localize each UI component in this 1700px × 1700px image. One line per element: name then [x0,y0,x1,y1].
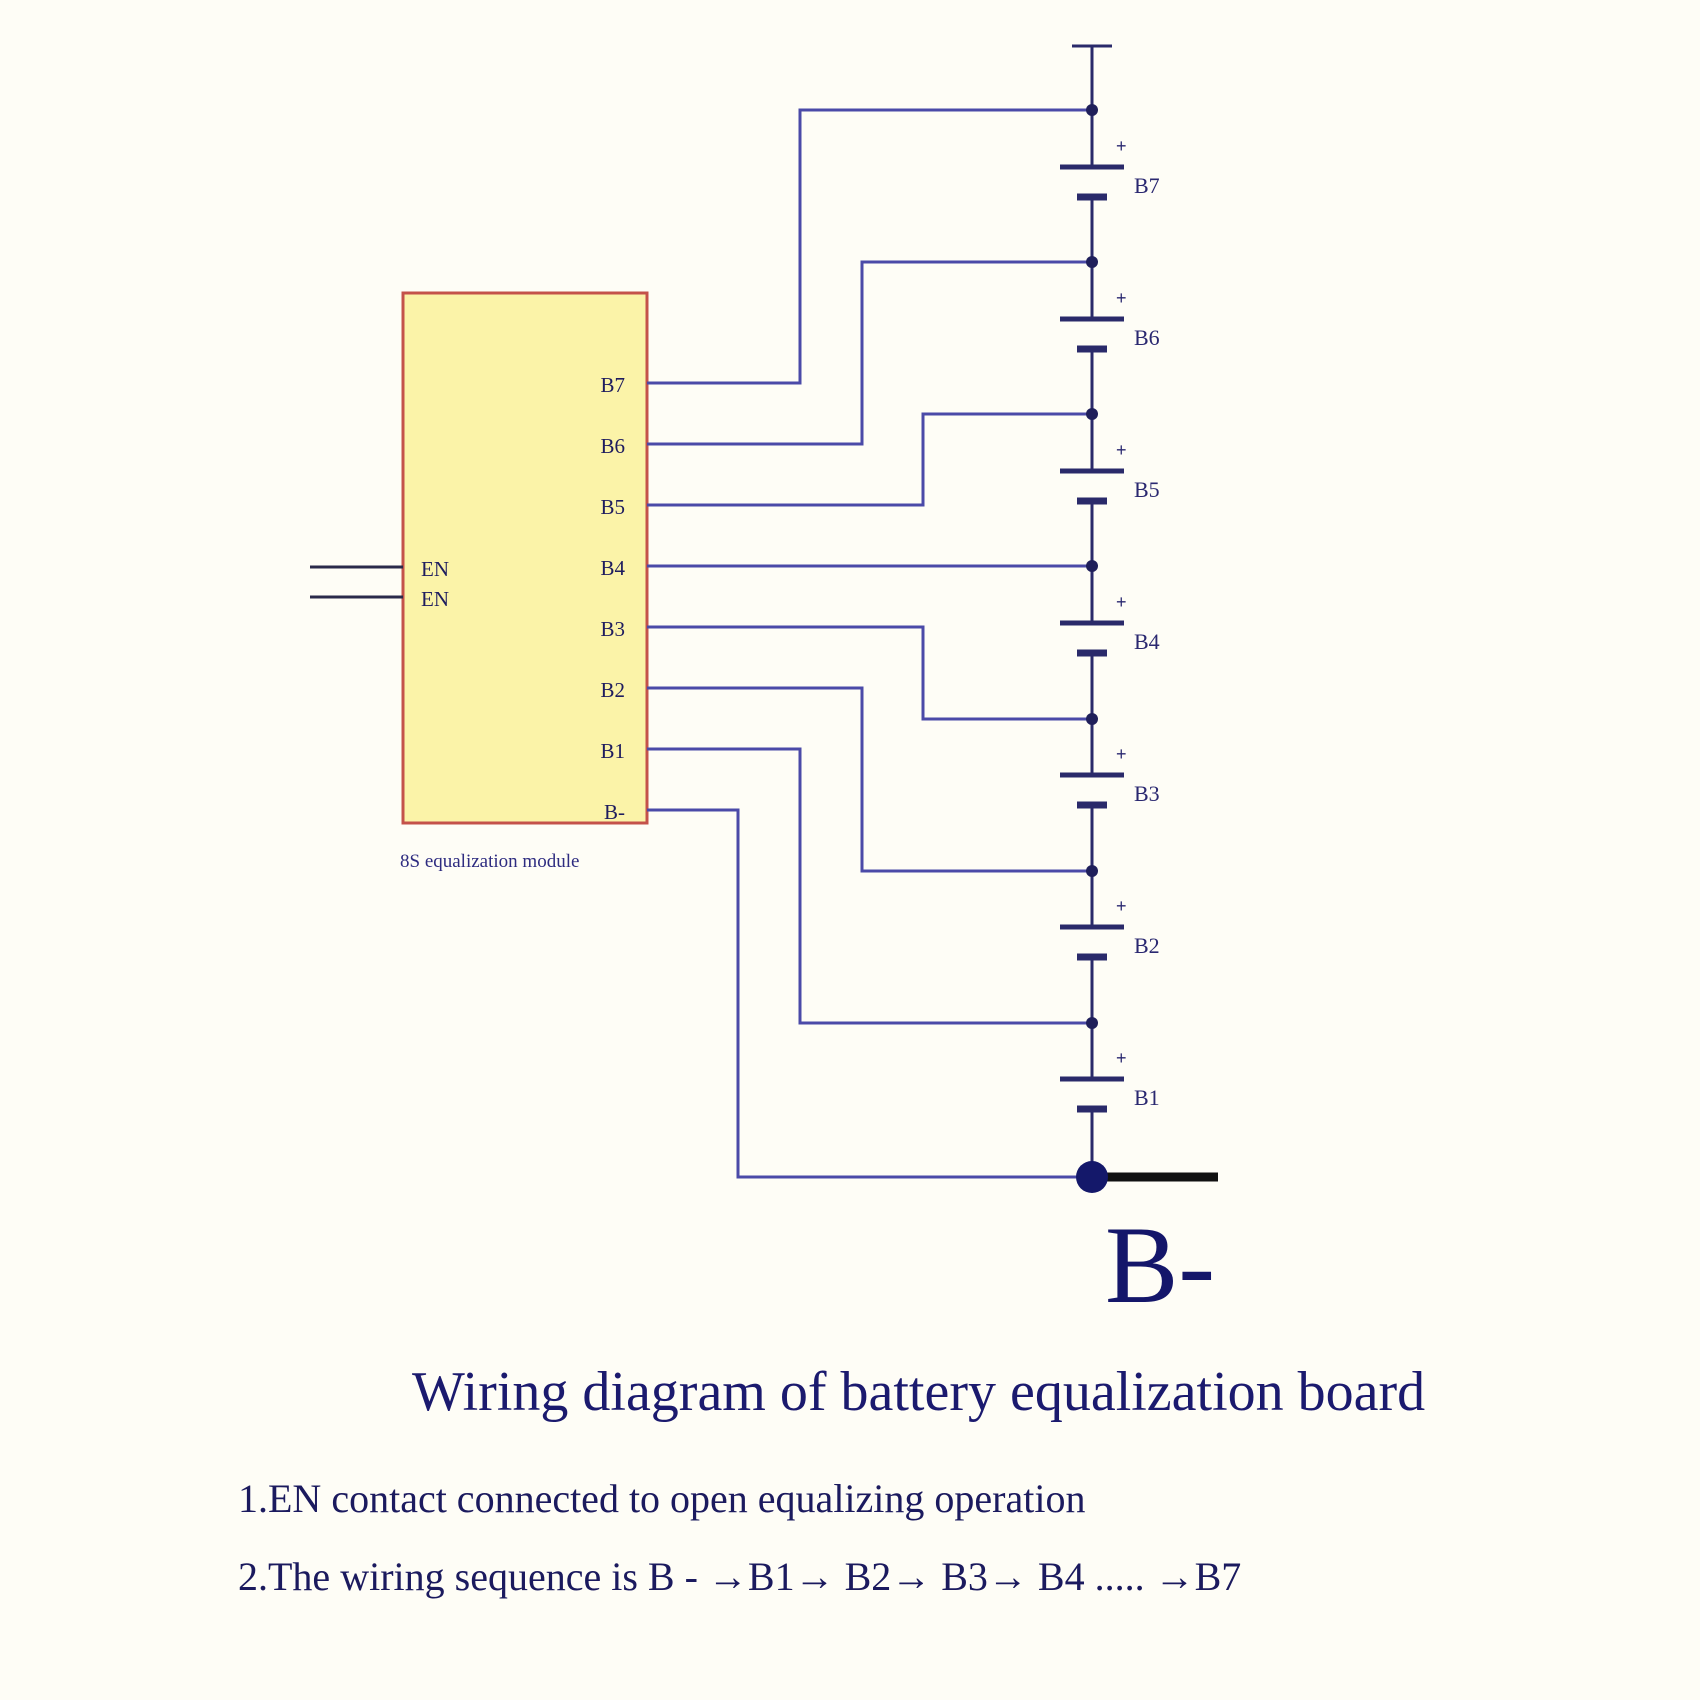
cell-label-b5: B5 [1134,477,1160,502]
plus-sign: + [1116,896,1127,916]
wire-b2 [647,686,1090,873]
wire-b6 [647,260,1090,446]
pin-label-b6: B6 [600,434,625,458]
plus-sign: + [1116,288,1127,308]
cell-label-b4: B4 [1134,629,1160,654]
pin-label-b4: B4 [600,556,625,580]
battery-cell-b5: + B5 [1060,440,1160,505]
bminus-terminal-node [1076,1161,1108,1193]
junction-dot [1086,104,1098,116]
battery-cell-b7: + B7 [1060,136,1160,201]
plus-sign: + [1116,744,1127,764]
cell-label-b7: B7 [1134,173,1160,198]
junction-dot [1086,560,1098,572]
battery-cell-b3: + B3 [1060,744,1160,809]
cell-label-b3: B3 [1134,781,1160,806]
bminus-label: B- [1105,1204,1215,1326]
battery-cell-b2: + B2 [1060,896,1160,961]
pin-label-bminus: B- [604,800,625,824]
balance-wires [647,108,1090,1179]
cell-label-b2: B2 [1134,933,1160,958]
junction-dot [1086,713,1098,725]
plus-sign: + [1116,592,1127,612]
plus-sign: + [1116,440,1127,460]
pin-label-b7: B7 [600,373,625,397]
junction-dot [1086,865,1098,877]
wire-b5 [647,412,1090,507]
wire-b7 [647,108,1090,385]
wire-b1 [647,747,1090,1025]
junction-dot [1086,256,1098,268]
diagram-title: Wiring diagram of battery equalization b… [412,1361,1426,1423]
battery-stack [1072,44,1112,1177]
junction-dot [1086,408,1098,420]
plus-sign: + [1116,1048,1127,1068]
cell-label-b1: B1 [1134,1085,1160,1110]
pin-label-b3: B3 [600,617,625,641]
battery-cell-b1: + B1 [1060,1048,1160,1113]
battery-cell-b6: + B6 [1060,288,1160,353]
en-label-1: EN [421,557,449,581]
pin-label-b1: B1 [600,739,625,763]
wire-b3 [647,625,1090,721]
plus-sign: + [1116,136,1127,156]
battery-cells: + B7 + B6 + B5 + B4 [1060,136,1160,1113]
junction-dot [1086,1017,1098,1029]
en-label-2: EN [421,587,449,611]
battery-cell-b4: + B4 [1060,592,1160,657]
equalization-module [401,291,649,825]
pin-label-b2: B2 [600,678,625,702]
junction-dots [1086,104,1098,1029]
module-pin-labels: B7 B6 B5 B4 B3 B2 B1 B- [600,373,625,824]
note-1: 1.EN contact connected to open equalizin… [238,1476,1086,1521]
module-caption: 8S equalization module [400,851,579,872]
note-2: 2.The wiring sequence is B - →B1→ B2→ B3… [238,1554,1242,1599]
cell-label-b6: B6 [1134,325,1160,350]
wire-bminus [647,808,1090,1179]
pin-label-b5: B5 [600,495,625,519]
